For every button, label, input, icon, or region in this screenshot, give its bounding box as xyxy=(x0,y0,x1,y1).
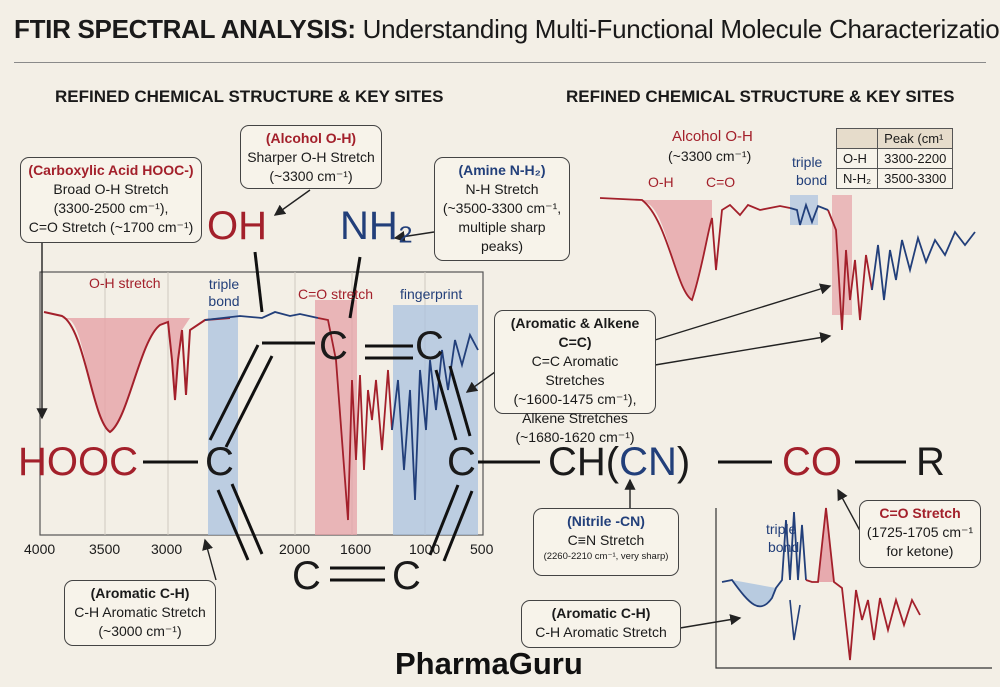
inset-blue-fill xyxy=(732,580,776,607)
band-triple-bond xyxy=(208,310,238,535)
x-tick-1000: 1000 xyxy=(409,541,441,557)
atom-ch: CH(CN) xyxy=(548,440,691,484)
peak-table-row: O-H 3300-2200 xyxy=(835,148,954,169)
callout-alcohol: (Alcohol O-H) Sharper O-H Stretch (~3300… xyxy=(240,125,382,189)
x-tick-2000: 2000 xyxy=(279,541,311,557)
atom-c-top-left: C xyxy=(319,324,348,368)
callout-aromatic-ch-left: (Aromatic C-H) C-H Aromatic Stretch (~30… xyxy=(64,580,216,646)
right-label-bond: bond xyxy=(796,172,828,188)
inset-trace-red xyxy=(805,507,921,661)
inset-trace-blue-dip xyxy=(789,599,801,641)
right-trace-triple xyxy=(789,202,829,226)
page-title: FTIR SPECTRAL ANALYSIS: Understanding Mu… xyxy=(14,14,1000,45)
x-tick-3500: 3500 xyxy=(89,541,121,557)
x-tick-4000: 4000 xyxy=(24,541,56,557)
right-oh-fill xyxy=(642,200,712,300)
main-spectrum-grid xyxy=(104,272,426,535)
atom-c-bottom-right: C xyxy=(392,554,421,598)
region-label-triple-bond: triple bond xyxy=(208,276,240,309)
atom-hooc: HOOC xyxy=(18,440,138,484)
callout-carboxylic-acid: (Carboxylic Acid HOOC-) Broad O-H Stretc… xyxy=(20,157,202,243)
inset-label-triple: triple xyxy=(766,521,797,537)
atom-r: R xyxy=(916,440,945,484)
right-trace-carbonyl xyxy=(827,209,873,331)
right-label-oh: O-H xyxy=(648,174,674,190)
region-label-fingerprint: fingerprint xyxy=(400,286,463,302)
inset-trace-blue xyxy=(721,511,807,608)
callout-aromatic-ch-right: (Aromatic C-H) C-H Aromatic Stretch xyxy=(521,600,681,648)
right-carbonyl-band xyxy=(832,195,852,315)
atom-c-bottom-left: C xyxy=(292,554,321,598)
inset-red-peak-fill xyxy=(818,508,834,582)
spectrum-trace-red xyxy=(43,311,231,434)
section-heading-left: REFINED CHEMICAL STRUCTURE & KEY SITES xyxy=(55,87,444,106)
right-label-alcohol-range: (~3300 cm⁻¹) xyxy=(668,148,752,164)
callout-amine: (Amine N-H₂) N-H Stretch (~3500-3300 cm⁻… xyxy=(434,157,570,261)
title-divider xyxy=(14,62,986,63)
peak-table: Peak (cm¹ O-H 3300-2200 N-H₂ 3500-3300 xyxy=(835,128,954,189)
atom-oh: OH xyxy=(207,204,267,248)
spectrum-trace-carbonyl xyxy=(317,317,393,521)
atom-cn: CN xyxy=(619,440,677,484)
right-trace-blue xyxy=(871,230,976,301)
right-label-alcohol: Alcohol O-H xyxy=(672,128,753,145)
atom-c-top-right: C xyxy=(415,324,444,368)
callout-nitrile: (Nitrile -CN) C≡N Stretch (2260-2210 cm⁻… xyxy=(533,508,679,576)
inset-axes xyxy=(715,508,992,669)
main-spectrum xyxy=(39,271,484,536)
oh-absorption-fill xyxy=(62,318,190,432)
x-tick-1600: 1600 xyxy=(340,541,372,557)
atom-co: CO xyxy=(782,440,842,484)
title-bold: FTIR SPECTRAL ANALYSIS: xyxy=(14,14,356,44)
right-label-triple: triple xyxy=(792,154,823,170)
spectrum-trace-blue-top xyxy=(204,311,319,321)
region-label-carbonyl: C=O stretch xyxy=(298,286,374,302)
peak-table-header: Peak (cm¹ xyxy=(835,128,954,149)
atom-c-right: C xyxy=(447,440,476,484)
right-spectrum xyxy=(599,195,976,331)
peak-table-row: N-H₂ 3500-3300 xyxy=(835,168,954,189)
x-tick-3000: 3000 xyxy=(151,541,183,557)
spectrum-trace-fingerprint xyxy=(391,332,479,501)
callout-aromatic-alkene: (Aromatic & Alkene C=C) C=C Aromatic Str… xyxy=(494,310,656,445)
right-trace-red xyxy=(599,197,791,302)
band-carbonyl xyxy=(315,300,357,535)
atom-nh2: NH₂ xyxy=(340,204,414,248)
callout-arrows xyxy=(36,189,866,629)
inset-spectrum xyxy=(715,507,992,669)
region-label-oh-stretch: O-H stretch xyxy=(89,275,161,291)
inset-label-bond: bond xyxy=(768,539,800,555)
brand-logo: PharmaGuru xyxy=(395,646,583,681)
section-heading-right: REFINED CHEMICAL STRUCTURE & KEY SITES xyxy=(566,87,955,106)
atom-c-left: C xyxy=(205,440,234,484)
main-spectrum-frame xyxy=(39,271,484,536)
right-label-co: C=O xyxy=(706,174,736,190)
callout-carbonyl: C=O Stretch (1725-1705 cm⁻¹ for ketone) xyxy=(859,500,981,568)
title-rest: Understanding Multi-Functional Molecule … xyxy=(355,14,1000,44)
molecule-bonds xyxy=(143,251,906,582)
x-tick-500: 500 xyxy=(470,541,494,557)
